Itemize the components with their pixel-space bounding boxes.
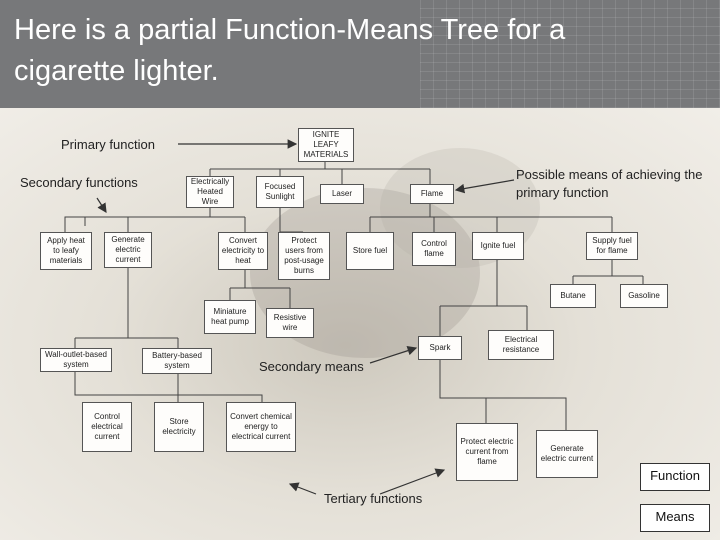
node-miniature-heat-pump: Miniature heat pump (204, 300, 256, 334)
node-supply-fuel: Supply fuel for flame (586, 232, 638, 260)
node-wall-outlet-system: Wall-outlet-based system (40, 348, 112, 372)
node-root: IGNITE LEAFY MATERIALS (298, 128, 354, 162)
node-electrical-resistance: Electrical resistance (488, 330, 554, 360)
node-store-fuel: Store fuel (346, 232, 394, 270)
node-focused-sunlight: Focused Sunlight (256, 176, 304, 208)
label-primary-function: Primary function (61, 136, 155, 154)
legend-means-box: Means (640, 504, 710, 532)
node-apply-heat: Apply heat to leafy materials (40, 232, 92, 270)
node-store-electricity: Store electricity (154, 402, 204, 452)
node-resistive-wire: Resistive wire (266, 308, 314, 338)
node-protect-users: Protect users from post-usage burns (278, 232, 330, 280)
node-electrically-heated-wire: Electrically Heated Wire (186, 176, 234, 208)
label-secondary-functions: Secondary functions (20, 174, 138, 192)
node-ignite-fuel: Ignite fuel (472, 232, 524, 260)
node-generate-electric-current-2: Generate electric current (536, 430, 598, 478)
node-laser: Laser (320, 184, 364, 204)
legend-function-box: Function (640, 463, 710, 491)
node-control-flame: Control flame (412, 232, 456, 266)
node-generate-electric-current: Generate electric current (104, 232, 152, 268)
node-battery-based-system: Battery-based system (142, 348, 212, 374)
function-means-tree: IGNITE LEAFY MATERIALS Electrically Heat… (0, 108, 720, 540)
node-convert-electricity: Convert electricity to heat (218, 232, 268, 270)
label-secondary-means: Secondary means (259, 358, 364, 376)
slide-title: Here is a partial Function-Means Tree fo… (14, 10, 654, 92)
label-possible-means: Possible means of achieving the primary … (516, 166, 706, 202)
node-protect-electric-current: Protect electric current from flame (456, 423, 518, 481)
node-butane: Butane (550, 284, 596, 308)
node-control-electrical-current: Control electrical current (82, 402, 132, 452)
node-gasoline: Gasoline (620, 284, 668, 308)
node-spark: Spark (418, 336, 462, 360)
node-convert-chemical-energy: Convert chemical energy to electrical cu… (226, 402, 296, 452)
slide-header: Here is a partial Function-Means Tree fo… (0, 0, 720, 108)
node-flame: Flame (410, 184, 454, 204)
label-tertiary-functions: Tertiary functions (324, 490, 422, 508)
